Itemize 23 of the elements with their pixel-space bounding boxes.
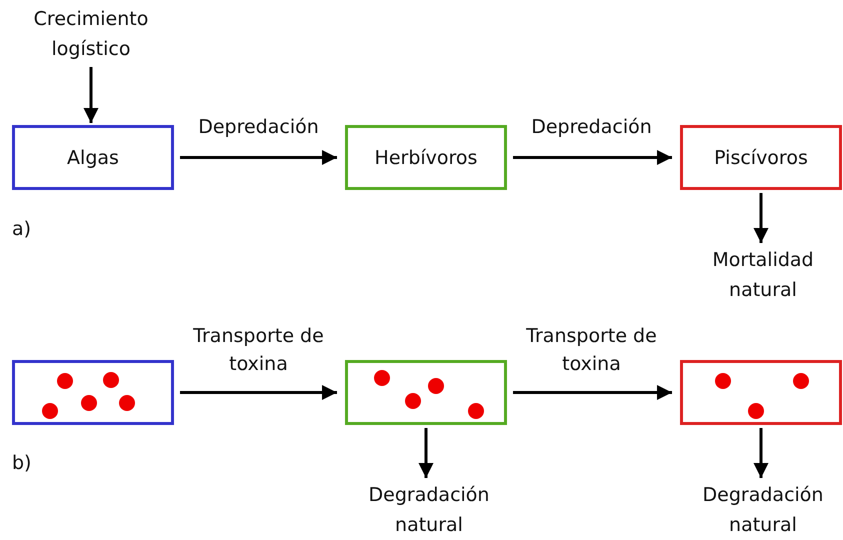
arrow	[84, 67, 98, 123]
arrow	[513, 385, 672, 400]
process-text: Mortalidad natural	[680, 245, 843, 305]
process-text: Degradación natural	[340, 480, 518, 540]
population-box	[345, 125, 507, 190]
arrow	[754, 428, 768, 478]
arrow	[754, 193, 768, 243]
arrow	[418, 428, 434, 478]
population-box	[680, 125, 842, 190]
box-label: Piscívoros	[714, 146, 808, 170]
compartment-box	[12, 360, 174, 425]
population-box	[12, 125, 174, 190]
panel-letter: a)	[12, 218, 32, 240]
compartment-box	[680, 360, 842, 425]
process-text: Crecimiento logístico	[6, 4, 176, 64]
box-label: Herbívoros	[374, 146, 478, 170]
arrow	[180, 385, 337, 400]
compartment-box	[345, 360, 507, 425]
arrow	[513, 150, 672, 165]
box-label: Algas	[67, 146, 119, 170]
arrow	[180, 150, 337, 165]
panel-letter: b)	[12, 452, 32, 474]
process-text: Degradación natural	[674, 480, 843, 540]
